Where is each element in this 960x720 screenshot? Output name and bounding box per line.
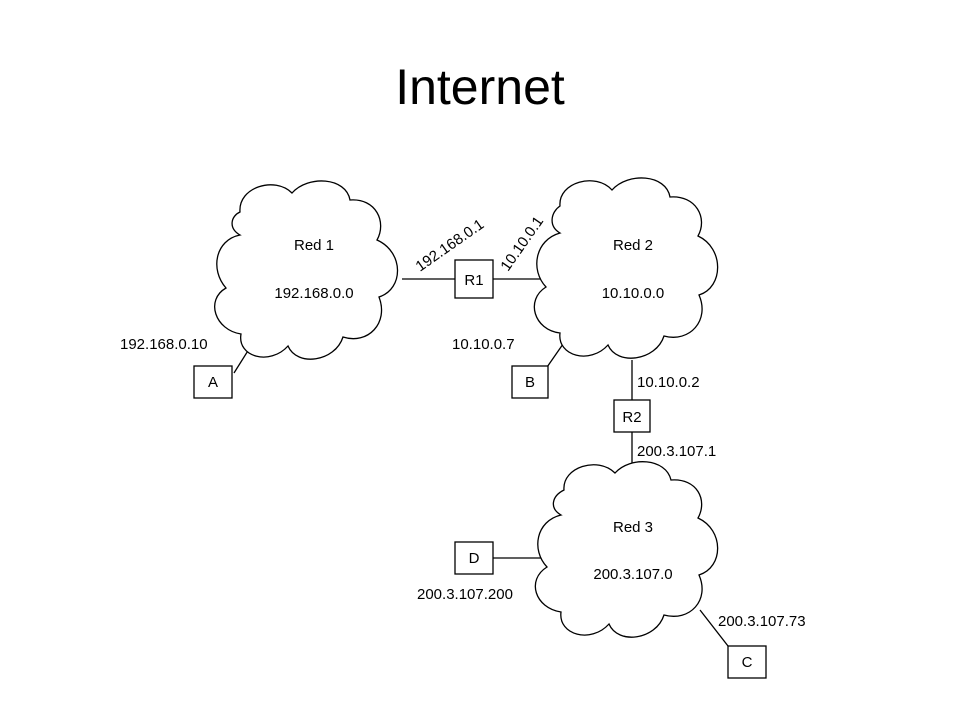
router-r2: R2 — [613, 399, 651, 433]
cloud-red-1: Red 1 192.168.0.0 — [214, 180, 399, 360]
host-c-label: C — [742, 654, 753, 671]
host-a: A — [193, 365, 233, 399]
red3-name: Red 3 — [613, 519, 653, 536]
host-c: C — [727, 645, 767, 679]
host-d-label: D — [469, 550, 480, 567]
router-r1-label: R1 — [464, 272, 483, 289]
host-b-ip: 10.10.0.7 — [452, 336, 515, 353]
host-b-label: B — [525, 374, 535, 391]
router-r2-label: R2 — [622, 409, 641, 426]
cloud-red-3: Red 3 200.3.107.0 — [534, 461, 719, 638]
host-c-ip: 200.3.107.73 — [718, 613, 806, 630]
host-a-label: A — [208, 374, 218, 391]
link-red3-c — [699, 609, 729, 647]
red1-name: Red 1 — [294, 237, 334, 254]
red3-address: 200.3.107.0 — [593, 566, 672, 583]
red1-address: 192.168.0.0 — [274, 285, 353, 302]
router-r1: R1 — [454, 259, 494, 299]
red2-name: Red 2 — [613, 237, 653, 254]
cloud-red-2: Red 2 10.10.0.0 — [533, 177, 719, 359]
host-a-ip: 192.168.0.10 — [120, 336, 208, 353]
r2-ip-top: 10.10.0.2 — [637, 374, 700, 391]
page-title: Internet — [395, 59, 565, 115]
host-d: D — [454, 541, 494, 575]
host-b: B — [511, 365, 549, 399]
host-d-ip: 200.3.107.200 — [417, 586, 513, 603]
r2-ip-bottom: 200.3.107.1 — [637, 443, 716, 460]
red2-address: 10.10.0.0 — [602, 285, 665, 302]
